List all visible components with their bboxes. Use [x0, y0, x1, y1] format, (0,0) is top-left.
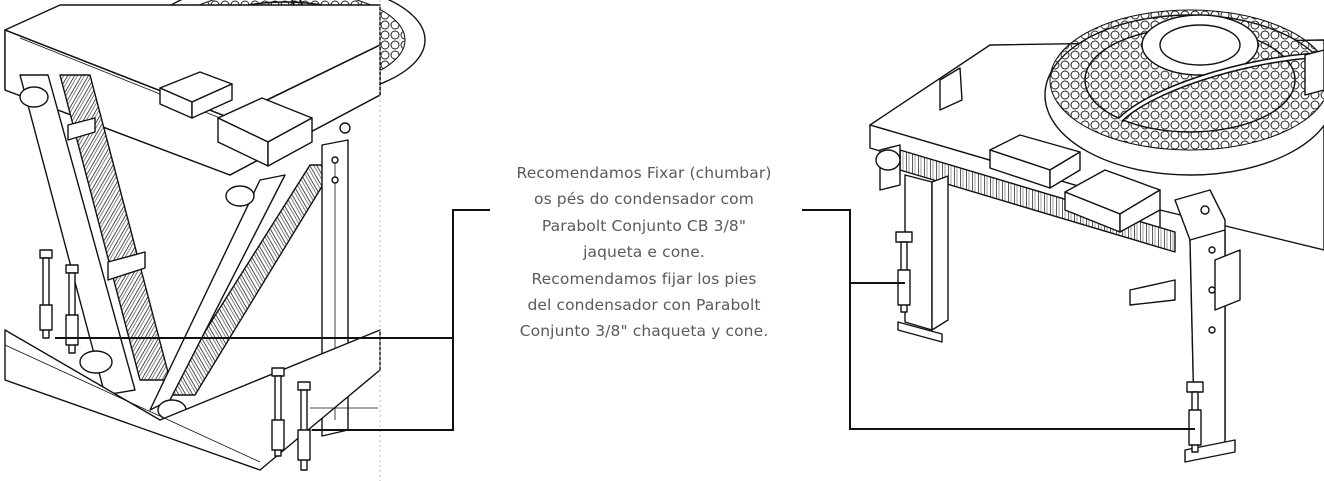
anchor-bolt-icon [1186, 381, 1204, 453]
anchor-bolt-icon [895, 231, 913, 313]
note-line: Conjunto 3/8" chaqueta y cone. [519, 322, 769, 341]
note-line: os pés do condensador com [534, 190, 754, 209]
anchor-bolt-icon [271, 367, 285, 457]
anchor-bolt-icon [39, 249, 53, 339]
left-junction-box-icon [159, 71, 351, 167]
anchor-bolt-icon [297, 381, 311, 471]
note-line: Recomendamos Fixar (chumbar) [516, 164, 772, 182]
left-condenser-figure [4, 0, 426, 481]
right-junction-box-icon [989, 134, 1161, 233]
note-line: del condensador con Parabolt [527, 296, 761, 315]
callout-leader-right [802, 209, 1195, 430]
callout-leader-left [55, 209, 490, 431]
note-line: Recomendamos fijar los pies [531, 269, 757, 288]
right-condenser-figure [869, 9, 1324, 463]
note-line: Parabolt Conjunto CB 3/8" [541, 216, 747, 235]
right-fan-icon [1044, 9, 1324, 176]
note-line: jaqueta e cone. [583, 243, 705, 262]
installation-note: Recomendamos Fixar (chumbar) os pés do c… [468, 160, 820, 345]
